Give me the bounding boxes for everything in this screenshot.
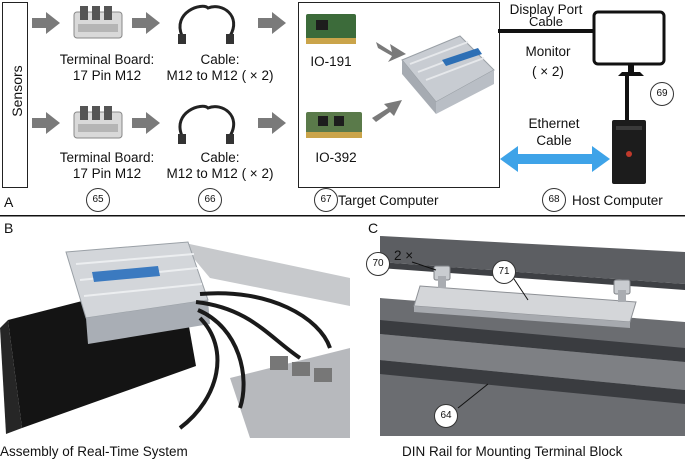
monitor-label: Monitor [525,44,571,59]
io-191-card-icon [306,14,356,44]
terminal-board-icon-1 [73,6,123,39]
arrow-cable-to-target-1 [258,12,286,34]
panel-b-caption: Assembly of Real-Time System [0,444,188,459]
screw-multiplier-label: 2 × [394,248,414,263]
arrow-sensor-to-terminal-2 [32,112,60,134]
cable-spec-1: M12 to M12 ( × 2) [166,68,274,83]
cable-label-1: Cable: [200,52,240,67]
number-66: 66 [198,188,222,212]
cable-icon-1 [178,4,236,44]
arrow-io191-to-target [376,42,406,62]
host-computer-label: Host Computer [572,193,663,208]
cable-icon-2 [178,104,236,144]
terminal-board-icon-2 [73,106,123,139]
terminal-board-label-1: Terminal Board: [59,52,155,67]
cable-spec-2: M12 to M12 ( × 2) [166,166,274,181]
ethernet-cable-label: Cable [536,133,572,148]
panel-divider [0,215,685,217]
panel-c-caption: DIN Rail for Mounting Terminal Block [402,444,623,459]
panel-b-letter: B [4,220,14,236]
terminal-board-spec-1: 17 Pin M12 [72,68,142,83]
number-68: 68 [542,188,566,212]
arrow-terminal-to-cable-1 [132,12,160,34]
arrow-cable-to-target-2 [258,112,286,134]
arrow-sensor-to-terminal-1 [32,12,60,34]
display-port-cable-label: Cable [529,14,563,29]
sensors-label: Sensors [9,65,25,117]
arrow-io392-to-target [372,100,402,122]
number-70: 70 [366,252,390,276]
display-port-label: Display Port [509,2,583,17]
panel-a-letter: A [4,194,14,210]
speedgoat-target-computer-icon [401,35,495,114]
din-rail-illustration [380,236,685,436]
io-392-label: IO-392 [315,150,357,165]
terminal-board-label-2: Terminal Board: [59,150,155,165]
target-computer-box [298,2,500,188]
ethernet-cable-arrow [500,146,610,172]
number-67: 67 [314,188,338,212]
number-69: 69 [650,82,674,106]
panel-c-letter: C [368,220,379,236]
number-71: 71 [492,260,516,284]
display-port-cable-line [498,29,594,33]
sensors-box: Sensors [2,2,28,188]
cable-label-2: Cable: [200,150,240,165]
number-64: 64 [434,404,458,428]
monitor-host-cable-line [625,76,629,122]
host-computer-icon [612,120,646,184]
io-191-label: IO-191 [310,54,352,69]
monitor-count-label: ( × 2) [532,64,564,79]
monitor-icon [592,10,666,76]
real-time-system-photo [0,241,350,438]
target-computer-label: Target Computer [338,193,439,208]
number-65: 65 [86,188,110,212]
terminal-board-spec-2: 17 Pin M12 [72,166,142,181]
io-392-card-icon [306,112,362,138]
arrow-terminal-to-cable-2 [132,112,160,134]
ethernet-label: Ethernet [528,116,580,131]
